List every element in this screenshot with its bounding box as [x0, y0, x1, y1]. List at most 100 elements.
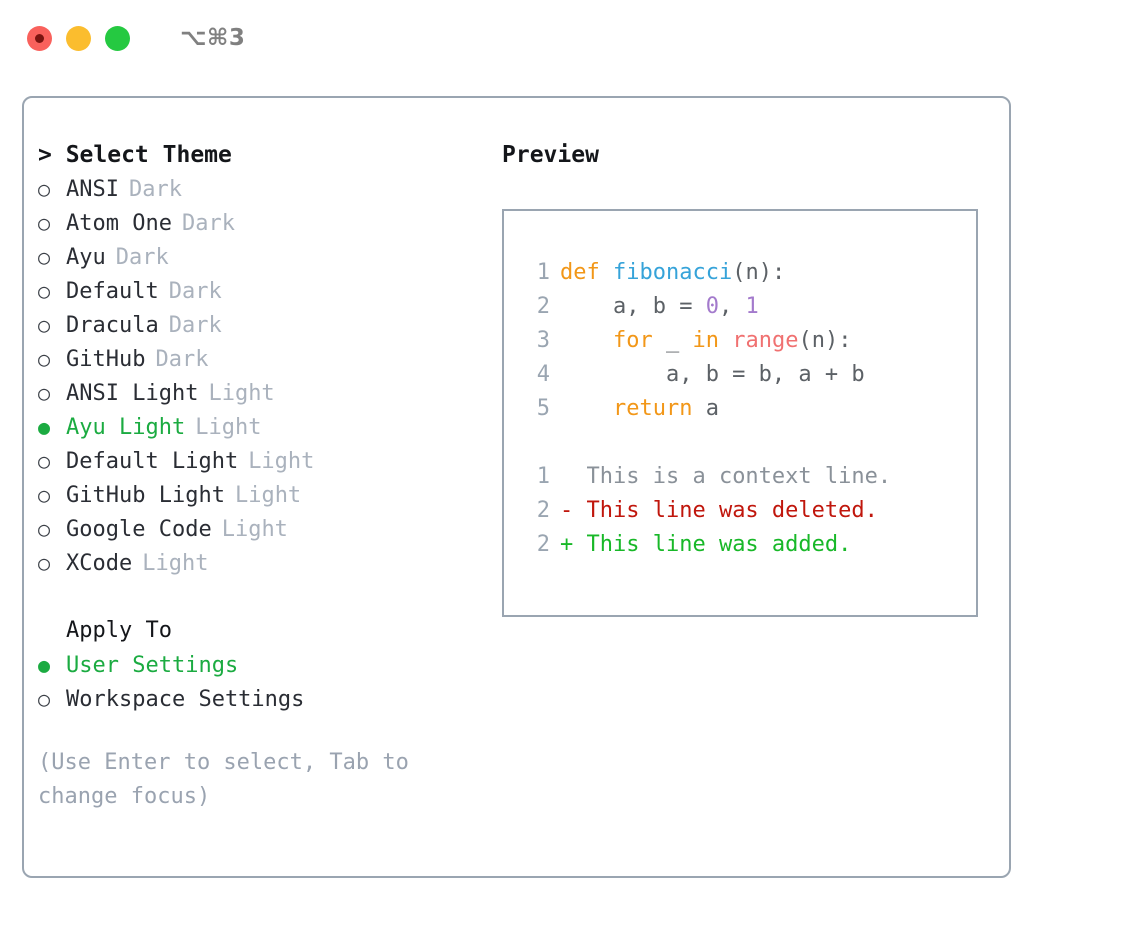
- theme-list-item[interactable]: ○ Default Dark: [38, 274, 488, 308]
- line-number: 1: [536, 260, 550, 285]
- radio-unselected-icon: ○: [38, 245, 51, 269]
- line-number: 2: [536, 294, 550, 319]
- line-number: 5: [536, 396, 550, 421]
- theme-variant-tag: Light: [234, 483, 302, 508]
- theme-list-item[interactable]: ○ Dracula Dark: [38, 308, 488, 342]
- line-number: 4: [536, 362, 550, 387]
- radio-selected-icon: ●: [38, 653, 51, 677]
- theme-name: Default Light: [66, 449, 239, 474]
- apply-to-label: Workspace Settings: [66, 687, 305, 712]
- code-token: (n):: [732, 260, 786, 285]
- radio-unselected-icon: ○: [38, 313, 51, 337]
- radio-selected-icon: ●: [38, 415, 51, 439]
- theme-name: Dracula: [66, 313, 159, 338]
- keyboard-hint-text: (Use Enter to select, Tab to change focu…: [38, 750, 423, 809]
- maximize-button[interactable]: [105, 25, 130, 51]
- theme-variant-tag: Light: [195, 415, 262, 440]
- diff-marker: -: [560, 498, 574, 523]
- theme-variant-tag: Light: [221, 517, 288, 542]
- code-token: _: [665, 328, 693, 353]
- apply-to-option[interactable]: ○ Workspace Settings: [38, 682, 488, 716]
- theme-name: XCode: [66, 551, 133, 576]
- apply-to-option[interactable]: ● User Settings: [38, 648, 488, 682]
- line-number: 1: [536, 464, 550, 489]
- diff-sample: 1 This is a context line. 2- This line wa…: [520, 460, 970, 562]
- code-token: a, b = b, a + b: [560, 362, 865, 387]
- theme-variant-tag: Light: [208, 381, 275, 406]
- radio-unselected-icon: ○: [38, 211, 51, 235]
- window-controls: [27, 25, 130, 51]
- theme-list-item[interactable]: ○ GitHub Dark: [38, 342, 488, 376]
- code-text: for _ in range(n):: [560, 324, 851, 358]
- theme-name: Google Code: [66, 517, 212, 542]
- theme-variant-tag: Light: [142, 551, 209, 576]
- code-token: in: [692, 328, 733, 353]
- theme-name: Ayu: [66, 245, 106, 270]
- theme-name: Default: [66, 279, 159, 304]
- code-gap: [520, 426, 970, 460]
- diff-marker: +: [560, 532, 574, 557]
- theme-name: Atom One: [66, 211, 172, 236]
- close-button[interactable]: [27, 25, 52, 51]
- theme-variant-tag: Dark: [168, 313, 222, 338]
- select-theme-heading: > Select Theme: [38, 142, 232, 168]
- code-token: ,: [718, 294, 746, 319]
- code-text: a, b = b, a + b: [560, 358, 865, 392]
- code-token: fibonacci: [612, 260, 733, 285]
- code-line: 3 for _ in range(n):: [520, 324, 970, 358]
- theme-variant-tag: Dark: [115, 245, 169, 270]
- line-number: 2: [536, 532, 550, 557]
- theme-name: ANSI: [66, 177, 119, 202]
- diff-line: 2- This line was deleted.: [520, 494, 970, 528]
- diff-text: This is a context line.: [573, 464, 892, 489]
- minimize-button[interactable]: [66, 25, 91, 51]
- theme-variant-tag: Dark: [155, 347, 209, 372]
- code-text: a, b = 0, 1: [560, 290, 759, 324]
- code-token: a: [705, 396, 719, 421]
- recording-dot-icon: [35, 33, 44, 43]
- radio-unselected-icon: ○: [38, 551, 51, 575]
- radio-unselected-icon: ○: [38, 517, 51, 541]
- code-line: 2 a, b = 0, 1: [520, 290, 970, 324]
- theme-list-item[interactable]: ○ ANSI Light Light: [38, 376, 488, 410]
- diff-text: This line was deleted.: [573, 498, 878, 523]
- list-spacer: [38, 580, 488, 614]
- radio-unselected-icon: ○: [38, 177, 51, 201]
- title-bar: ⌥⌘3: [0, 0, 1140, 76]
- radio-unselected-icon: ○: [38, 279, 51, 303]
- theme-name: ANSI Light: [66, 381, 199, 406]
- code-token: (n):: [798, 328, 852, 353]
- apply-to-label: User Settings: [66, 653, 239, 678]
- diff-marker: [560, 460, 573, 494]
- radio-unselected-icon: ○: [38, 687, 51, 711]
- line-number: 3: [536, 328, 550, 353]
- code-token: a, b =: [560, 294, 706, 319]
- theme-list-item[interactable]: ○ XCode Light: [38, 546, 488, 580]
- theme-name: GitHub: [66, 347, 146, 372]
- diff-line: 2 + This line was added.: [520, 528, 970, 562]
- radio-unselected-icon: ○: [38, 347, 51, 371]
- code-text: def fibonacci(n):: [560, 256, 785, 290]
- theme-list-item[interactable]: ● Ayu Light Light: [38, 410, 488, 444]
- diff-text: This line was added.: [573, 532, 852, 557]
- theme-list-item[interactable]: ○ Google Code Light: [38, 512, 488, 546]
- theme-variant-tag: Dark: [168, 279, 222, 304]
- theme-name: Ayu Light: [66, 415, 186, 440]
- theme-list-item[interactable]: ○ Ayu Dark: [38, 240, 488, 274]
- radio-unselected-icon: ○: [38, 483, 51, 507]
- radio-unselected-icon: ○: [38, 449, 51, 473]
- radio-unselected-icon: ○: [38, 381, 51, 405]
